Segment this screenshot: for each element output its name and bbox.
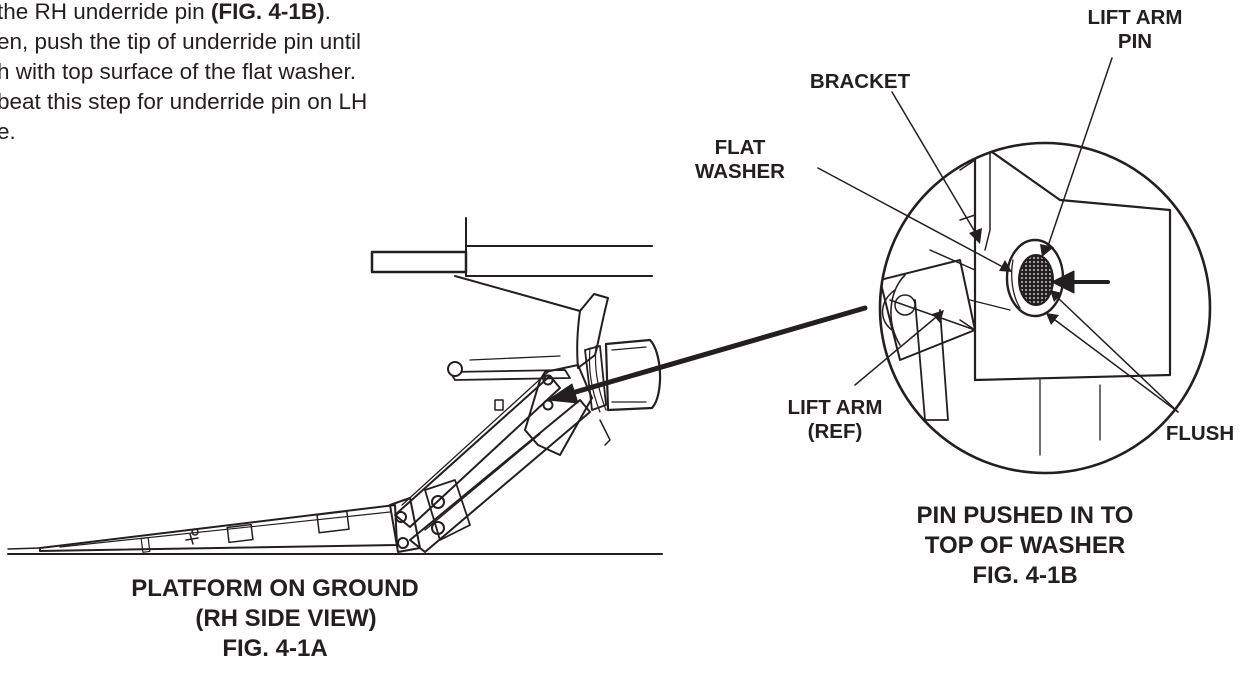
caption-fig-4-1a: PLATFORM ON GROUND (RH SIDE VIEW) FIG. 4… [131,575,419,662]
caption-fig-4-1b: PIN PUSHED IN TO TOP OF WASHER FIG. 4-1B [916,502,1134,589]
label-flat-washer: FLAT WASHER [695,136,785,183]
instruction-text: the RH underride pin (FIG. 4-1B). en, pu… [0,0,540,147]
label-lift-arm-ref: LIFT ARM (REF) [787,396,883,443]
instruction-line-1: the RH underride pin (FIG. 4-1B). [0,0,331,24]
zoom-detail-circle [817,57,1212,475]
label-bracket: BRACKET [809,70,911,93]
instruction-line-2: en, push the tip of underride pin until [0,29,361,54]
platform-side-view [7,217,868,555]
label-flush: FLUSH [1165,422,1235,445]
figure-reference: (FIG. 4-1B) [210,0,325,24]
instruction-line-3: h with top surface of the flat washer. [0,59,356,84]
instruction-line-5: e. [0,119,16,144]
instruction-line-4: beat this step for underride pin on LH [0,89,368,114]
label-lift-arm-pin: LIFT ARM PIN [1087,6,1183,53]
